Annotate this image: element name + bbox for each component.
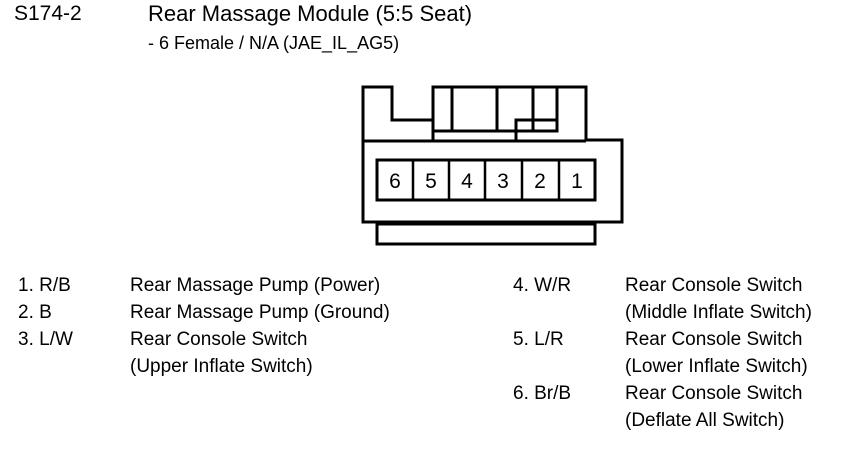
pin-number-label: 6. Br/B — [513, 380, 625, 407]
pin-number-label: 1. R/B — [18, 272, 130, 299]
page-title: Rear Massage Module (5:5 Seat) — [148, 1, 473, 26]
cavity-row: 6 5 4 3 2 1 — [375, 158, 597, 202]
cavity-label-4: 4 — [461, 170, 473, 193]
pin-number-label: 5. L/R — [513, 326, 625, 353]
connector-base-bar — [375, 222, 597, 246]
list-item: 1. R/B Rear Massage Pump (Power) — [18, 272, 488, 299]
list-item: 5. L/R Rear Console Switch (Lower Inflat… — [513, 326, 852, 380]
pin-number-label: 4. W/R — [513, 272, 625, 299]
list-item: 6. Br/B Rear Console Switch (Deflate All… — [513, 380, 852, 434]
cavity-label-6: 6 — [389, 170, 401, 193]
pin-description-line: (Upper Inflate Switch) — [130, 356, 313, 377]
pin-label-text: 6. Br/B — [513, 383, 572, 404]
pin-label-text: 1. R/B — [18, 275, 71, 296]
pin-description-line: Rear Massage Pump (Power) — [130, 275, 381, 296]
connector-face-svg: 6 5 4 3 2 1 — [361, 85, 624, 246]
latch-block — [431, 85, 559, 133]
list-item: 4. W/R Rear Console Switch (Middle Infla… — [513, 272, 852, 326]
pin-description-line: Rear Console Switch — [625, 329, 803, 350]
pin-description: Rear Console Switch (Deflate All Switch) — [625, 380, 852, 434]
pin-description: Rear Massage Pump (Ground) — [130, 299, 488, 326]
pin-legend-left-column: 1. R/B Rear Massage Pump (Power) 2. B Re… — [18, 272, 488, 380]
cavity-label-3: 3 — [497, 170, 509, 193]
pin-label-text: 4. W/R — [513, 275, 572, 296]
cavity-label-1: 1 — [571, 170, 583, 193]
pin-description-line: Rear Console Switch — [625, 383, 803, 404]
pin-label-text: 3. L/W — [18, 329, 73, 350]
cavity-label-5: 5 — [425, 170, 437, 193]
connector-diagram: 6 5 4 3 2 1 — [340, 78, 640, 248]
pin-legend: 1. R/B Rear Massage Pump (Power) 2. B Re… — [0, 272, 852, 456]
pin-label-text: 2. B — [18, 302, 52, 323]
pin-description: Rear Console Switch (Upper Inflate Switc… — [130, 326, 488, 380]
pin-description: Rear Massage Pump (Power) — [130, 272, 488, 299]
pin-number-label: 2. B — [18, 299, 130, 326]
page-header: S174-2 Rear Massage Module (5:5 Seat) - … — [0, 0, 852, 72]
connector-id: S174-2 — [14, 2, 82, 25]
pin-description-line: (Deflate All Switch) — [625, 410, 785, 431]
connector-subtitle: - 6 Female / N/A (JAE_IL_AG5) — [148, 33, 400, 53]
pin-label-text: 5. L/R — [513, 329, 564, 350]
pin-description: Rear Console Switch (Lower Inflate Switc… — [625, 326, 852, 380]
list-item: 2. B Rear Massage Pump (Ground) — [18, 299, 488, 326]
list-item: 3. L/W Rear Console Switch (Upper Inflat… — [18, 326, 488, 380]
pin-description-line: Rear Console Switch — [130, 329, 308, 350]
pin-description-line: (Middle Inflate Switch) — [625, 302, 812, 323]
pin-legend-right-column: 4. W/R Rear Console Switch (Middle Infla… — [513, 272, 852, 434]
pin-number-label: 3. L/W — [18, 326, 130, 353]
pin-description: Rear Console Switch (Middle Inflate Swit… — [625, 272, 852, 326]
pin-description-line: (Lower Inflate Switch) — [625, 356, 808, 377]
pin-description-line: Rear Console Switch — [625, 275, 803, 296]
pin-description-line: Rear Massage Pump (Ground) — [130, 302, 390, 323]
cavity-label-2: 2 — [534, 170, 546, 193]
